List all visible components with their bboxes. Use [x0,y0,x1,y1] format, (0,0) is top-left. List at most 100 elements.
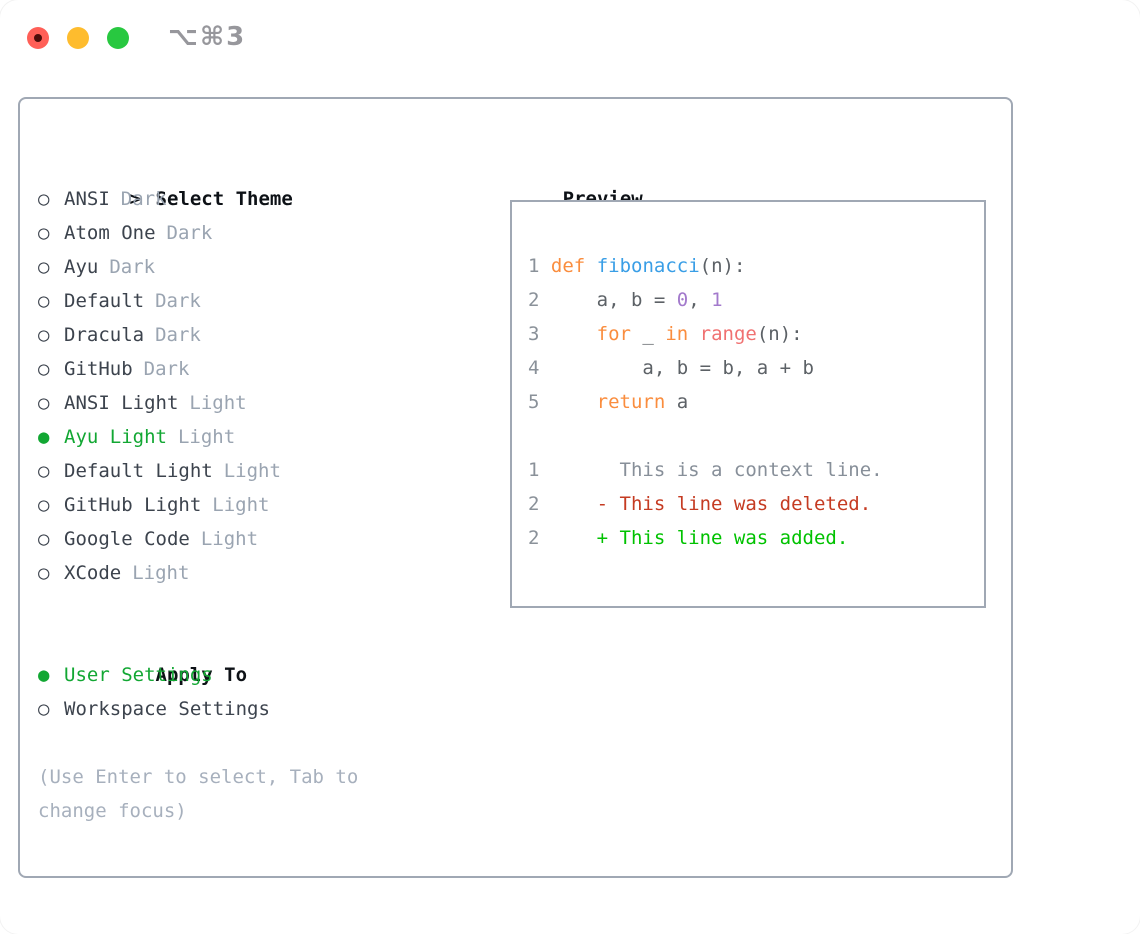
line-number: 1 [528,459,540,481]
code-segment-plain [585,255,596,277]
radio-unselected-icon: ○ [38,528,50,550]
theme-name-label: ANSI [64,188,110,210]
theme-variant-label: Light [200,528,259,550]
theme-variant-label: Light [189,392,247,414]
code-segment-number: 1 [711,289,723,311]
code-line-2: 2 a, b = 0, 1 [528,283,984,317]
code-segment-plain: a, b = b, a + b [539,357,814,379]
theme-option-default[interactable]: ○ Default Dark [38,284,358,318]
line-number: 2 [528,289,540,311]
code-segment-plain [539,391,596,413]
apply-option-label: Workspace Settings [64,698,270,720]
radio-unselected-icon: ○ [38,392,50,414]
line-number: 4 [528,357,540,379]
radio-unselected-icon: ○ [38,494,50,516]
radio-unselected-icon: ○ [38,324,50,346]
code-segment-plain: , [688,289,712,311]
code-segment-plain [539,255,550,277]
theme-variant-label: Light [132,562,190,584]
code-line-9: 2 + This line was added. [528,521,984,555]
line-number: 2 [528,527,540,549]
theme-name-label: Ayu [64,256,99,278]
close-button[interactable] [27,27,49,49]
preview-header: Preview [494,148,643,210]
apply-option-workspace-settings[interactable]: ○ Workspace Settings [38,692,358,726]
code-segment-keyword: for [596,323,631,345]
code-line-3: 3 for _ in range(n): [528,317,984,351]
code-segment-plain: (n): [756,323,803,345]
code-segment-call: range [699,323,757,345]
select-theme-title: Select Theme [155,188,293,210]
code-line-4: 4 a, b = b, a + b [528,351,984,385]
theme-option-github-light[interactable]: ○ GitHub Light Light [38,488,358,522]
theme-name-label: Default Light [64,460,213,482]
radio-unselected-icon: ○ [38,222,50,244]
theme-option-default-light[interactable]: ○ Default Light Light [38,454,358,488]
theme-variant-label: Light [223,460,281,482]
code-line-5: 5 return a [528,385,984,419]
code-segment-plain: _ [630,323,666,345]
zoom-button[interactable] [107,27,129,49]
theme-variant-label: Light [177,426,236,448]
theme-variant-label: Light [212,494,270,516]
radio-selected-icon: ● [38,664,50,686]
radio-unselected-icon: ○ [38,562,50,584]
theme-name-label: GitHub Light [64,494,202,516]
radio-unselected-icon: ○ [38,290,50,312]
theme-option-google-code[interactable]: ○ Google Code Light [38,522,358,556]
theme-option-ansi-light[interactable]: ○ ANSI Light Light [38,386,358,420]
line-number: 2 [528,493,540,515]
theme-name-label: Atom One [64,222,156,244]
code-segment-plain: a [665,391,689,413]
theme-name-label: ANSI Light [64,392,179,414]
theme-name-label: Ayu Light [64,426,167,448]
hint-line-1: (Use Enter to select, Tab to [38,766,359,788]
theme-variant-label: Dark [155,290,201,312]
spacer [38,726,358,760]
theme-variant-label: Dark [166,222,213,244]
code-segment-keyword: in [665,323,689,345]
code-segment-added: + This line was added. [539,527,849,549]
radio-unselected-icon: ○ [38,256,50,278]
radio-unselected-icon: ○ [38,698,50,720]
apply-option-label: User Settings [64,664,213,686]
theme-name-label: Default [64,290,145,312]
code-segment-plain: a, b = [539,289,677,311]
window-title: ⌥⌘3 [168,22,247,52]
code-segment-plain: (n): [699,255,746,277]
code-segment-number: 0 [676,289,689,311]
theme-variant-label: Dark [155,324,201,346]
radio-unselected-icon: ○ [38,460,50,482]
hint-line-2: change focus) [38,800,187,822]
code-line-1: 1 def fibonacci(n): [528,249,984,283]
apply-to-title: Apply To [155,664,248,686]
code-segment-function: fibonacci [596,255,700,277]
spacer [38,590,358,624]
apply-option-user-settings[interactable]: ● User Settings [38,658,358,692]
theme-variant-label: Dark [143,358,190,380]
code-segment-keyword: return [596,391,666,413]
code-segment-plain [539,323,596,345]
theme-option-dracula[interactable]: ○ Dracula Dark [38,318,358,352]
theme-option-atom-one[interactable]: ○ Atom One Dark [38,216,358,250]
theme-name-label: GitHub [64,358,133,380]
line-number: 3 [528,323,540,345]
code-line-7: 1 This is a context line. [528,453,984,487]
theme-name-label: Google Code [64,528,190,550]
line-number: 5 [528,391,540,413]
code-segment-deleted: - This line was deleted. [539,493,872,515]
minimize-button[interactable] [67,27,89,49]
radio-unselected-icon: ○ [38,188,50,210]
code-segment-keyword: def [550,255,586,277]
code-segment-plain [688,323,699,345]
theme-name-label: Dracula [64,324,145,346]
